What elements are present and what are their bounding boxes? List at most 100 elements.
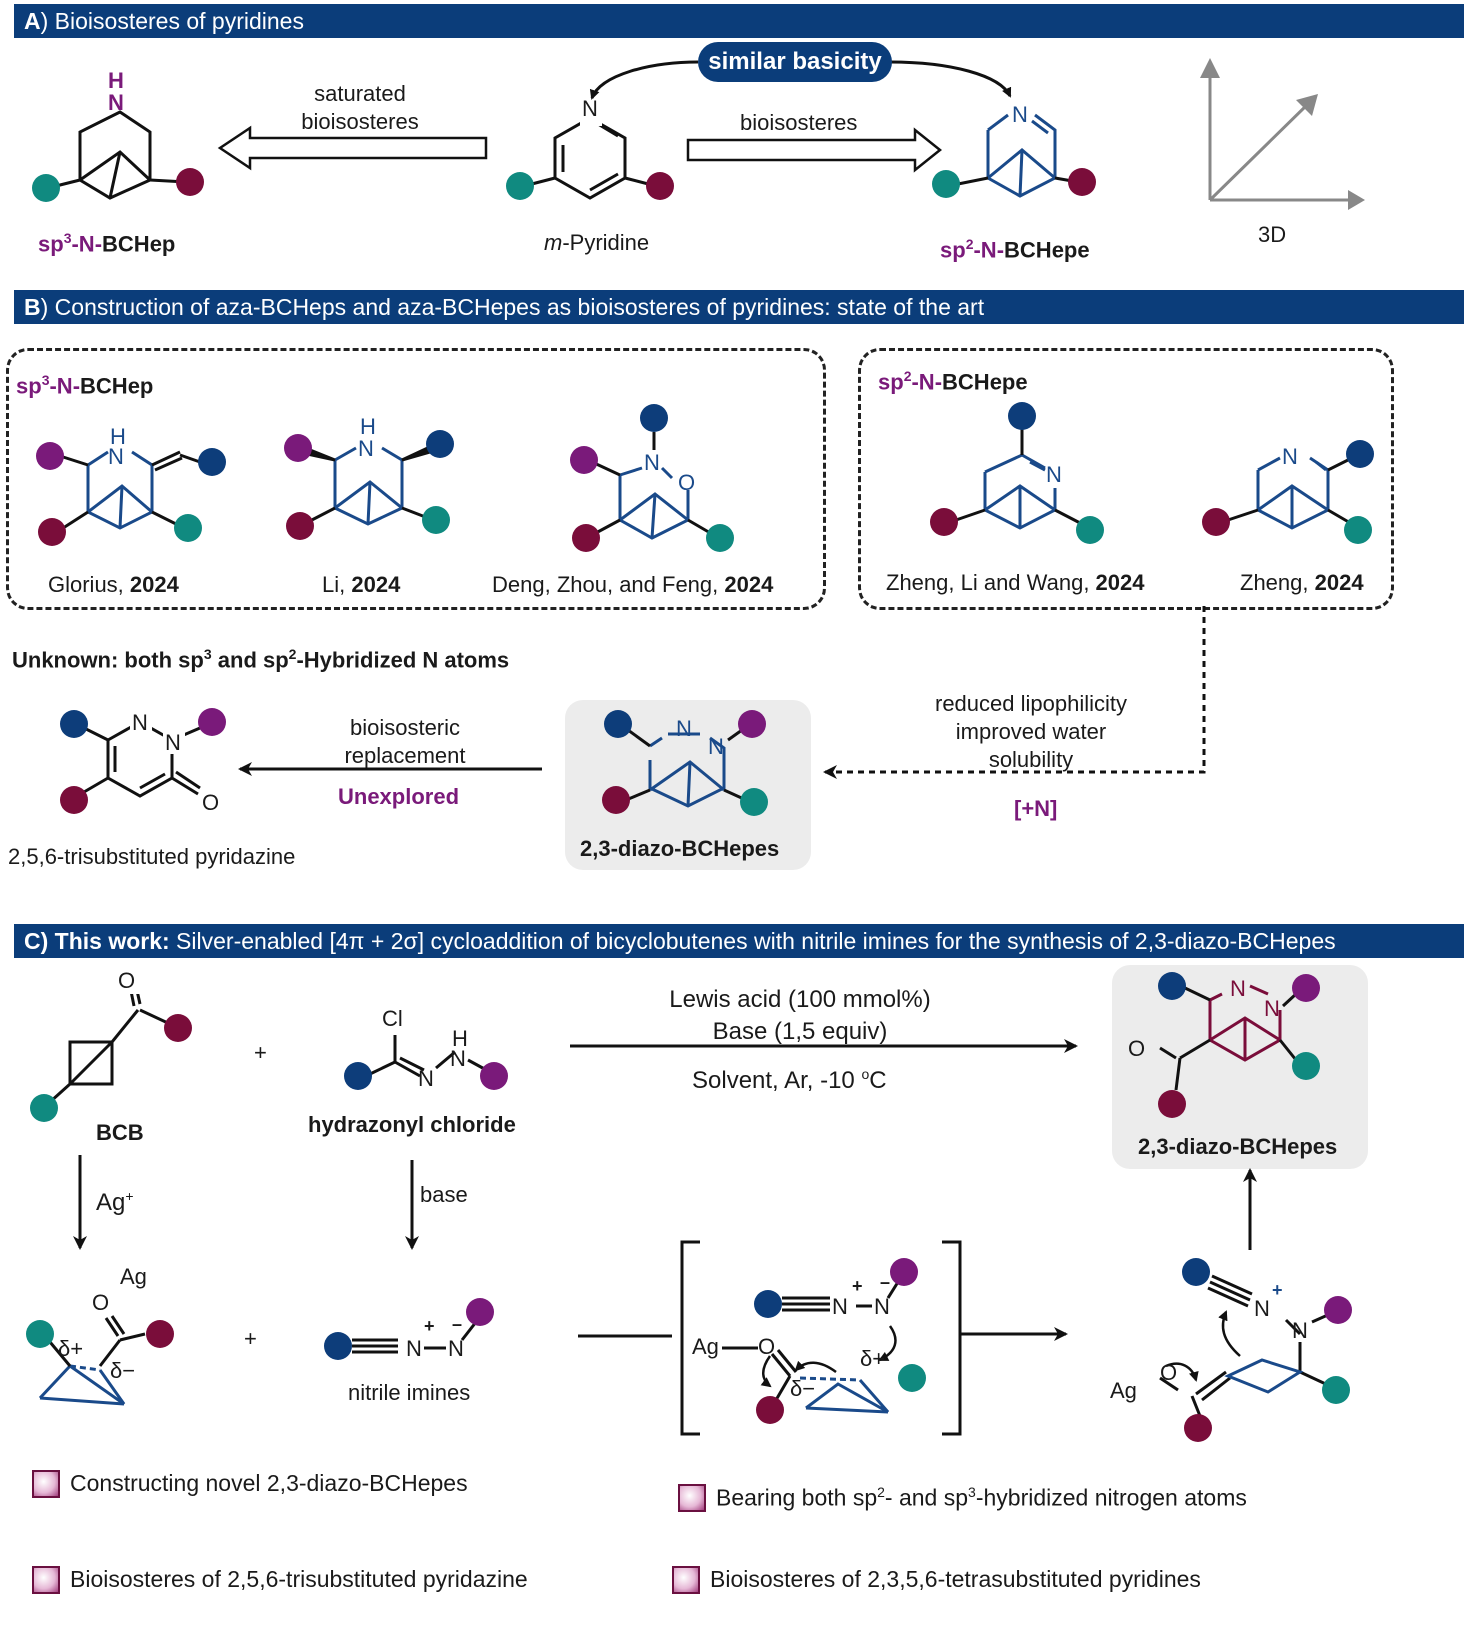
unknown-heading: Unknown: both sp3 and sp2-Hybridized N a… <box>12 646 510 673</box>
sp3-bchep-label: sp3-N-BCHep <box>38 230 176 257</box>
similar-basicity-pill: similar basicity <box>698 42 892 82</box>
diazo-n2: N <box>708 734 724 759</box>
panel-c-banner: C) This work: Silver-enabled [4π + 2σ] c… <box>14 924 1464 958</box>
teal-substituent-dot <box>506 172 534 200</box>
bullet-1-text: Constructing novel 2,3-diazo-BCHepes <box>70 1470 468 1496</box>
saturated-label: saturated bioisosteres <box>301 81 419 134</box>
bullet-icon <box>32 1566 60 1594</box>
product-n2: N <box>1264 996 1280 1021</box>
plus-n-label: [+N] <box>1014 796 1058 821</box>
unexplored-label: Unexplored <box>338 784 460 809</box>
int-o: O <box>1160 1360 1178 1385</box>
bracket-plus: + <box>852 1276 863 1296</box>
bracket-minus: – <box>880 1272 891 1292</box>
box2-title: sp2-N-BCHepe <box>878 368 1028 395</box>
li-h-atom: H <box>360 414 376 439</box>
bullet-icon <box>672 1566 700 1594</box>
nitrile-n2: N <box>448 1336 464 1361</box>
bullet-3-text: Bioisosteres of 2,5,6-trisubstituted pyr… <box>70 1566 528 1592</box>
3d-axes-icon <box>1208 70 1355 202</box>
sp3-bchep-structure <box>47 110 187 200</box>
bullet-icon <box>32 1470 60 1498</box>
teal-substituent-dot <box>932 170 960 198</box>
pyridazine-o: O <box>202 790 220 815</box>
panel-a-banner: A) Bioisosteres of pyridines <box>14 4 1464 38</box>
bracket-delta-minus: δ− <box>790 1376 816 1401</box>
saturated-arrow <box>217 125 488 171</box>
bracket-o: O <box>758 1334 776 1359</box>
ref-li: Li, 2024 <box>322 572 401 597</box>
hydrazonyl-label: hydrazonyl chloride <box>308 1112 516 1137</box>
nh-n-atom: N <box>108 90 124 115</box>
int-plus: + <box>1272 1280 1283 1300</box>
product-o: O <box>1128 1036 1146 1061</box>
diazo-bchepe-structure <box>648 732 726 808</box>
zlw-n-atom: N <box>1046 462 1062 487</box>
product-label: 2,3-diazo-BCHepes <box>1138 1134 1338 1159</box>
bracket-n1: N <box>832 1294 848 1319</box>
maroon-substituent-dot <box>646 172 674 200</box>
zheng-structure <box>1256 456 1330 530</box>
bcb-label: BCB <box>96 1120 144 1145</box>
o-atom-1: O <box>92 1290 110 1315</box>
bullet-icon <box>678 1484 706 1512</box>
diazo-n1: N <box>676 716 692 741</box>
glorius-structure <box>86 450 154 530</box>
ref-deng: Deng, Zhou, and Feng, 2024 <box>492 572 774 597</box>
bioisosteres-label: bioisosteres <box>740 110 858 135</box>
bullet-2-text: Bearing both sp2- and sp3-hybridized nit… <box>716 1484 1247 1511</box>
bchepe-n-atom: N <box>1012 102 1028 127</box>
plus-sign-1: + <box>254 1040 267 1065</box>
pyridazine-label: 2,5,6-trisubstituted pyridazine <box>8 844 296 869</box>
glorius-n-atom: N <box>108 444 124 469</box>
bracket-n2: N <box>874 1294 890 1319</box>
ag-atom-1: Ag <box>120 1264 147 1289</box>
bioisostere-arrow <box>686 127 943 173</box>
delta-minus-1: δ− <box>110 1358 136 1383</box>
nitrile-minus: – <box>452 1314 463 1334</box>
zheng-li-wang-structure <box>983 453 1057 530</box>
ref-zheng: Zheng, 2024 <box>1240 570 1364 595</box>
conditions-top: Lewis acid (100 mmol%) Base (1,5 equiv) <box>669 986 931 1045</box>
pyridine-n-atom: N <box>582 96 598 121</box>
product-structure <box>1208 984 1282 1062</box>
bcb-structure <box>48 985 171 1104</box>
bioisosteric-replacement-label: bioisosteric replacement <box>344 715 466 768</box>
li-n-atom: N <box>358 436 374 461</box>
deng-o-atom: O <box>678 470 696 495</box>
nitrile-imines-label: nitrile imines <box>348 1380 471 1405</box>
bracket-ag: Ag <box>692 1334 719 1359</box>
nitrile-n1: N <box>406 1336 422 1361</box>
li-structure <box>333 446 404 526</box>
plus-sign-2: + <box>244 1326 257 1351</box>
hydrazonyl-h-atom: H <box>452 1026 468 1051</box>
int-n1: N <box>1254 1296 1270 1321</box>
deng-structure <box>618 466 690 540</box>
sp3-methods-box <box>6 348 826 610</box>
ref-glorius: Glorius, 2024 <box>48 572 179 597</box>
nitrile-imine-structure <box>352 1321 478 1354</box>
3d-label: 3D <box>1258 222 1287 247</box>
nh-h-atom: H <box>108 68 124 93</box>
nitrile-plus: + <box>424 1316 435 1336</box>
sp2-methods-box <box>858 348 1394 610</box>
maroon-substituent-dot <box>1068 168 1096 196</box>
bullet-4-text: Bioisosteres of 2,3,5,6-tetrasubstituted… <box>710 1566 1201 1592</box>
bracket-delta-plus: δ+ <box>860 1346 886 1371</box>
box1-title: sp3-N-BCHep <box>16 372 154 399</box>
ag-plus-label: Ag+ <box>96 1188 134 1216</box>
sp2-bchepe-structure <box>986 113 1057 198</box>
int-ag: Ag <box>1110 1378 1137 1403</box>
pyridazine-n1: N <box>132 710 148 735</box>
sp2-bchepe-label: sp2-N-BCHepe <box>940 236 1090 263</box>
ref-zheng-li-wang: Zheng, Li and Wang, 2024 <box>886 570 1145 595</box>
bcb-o-atom: O <box>118 968 136 993</box>
pyridazine-n2: N <box>165 730 181 755</box>
m-pyridine-structure <box>523 116 657 200</box>
glorius-h-atom: H <box>110 424 126 449</box>
zheng-n-atom: N <box>1282 444 1298 469</box>
int-n2: N <box>1292 1318 1308 1343</box>
hydrazonyl-n-atom: N <box>418 1066 434 1091</box>
maroon-substituent-dot <box>176 168 204 196</box>
